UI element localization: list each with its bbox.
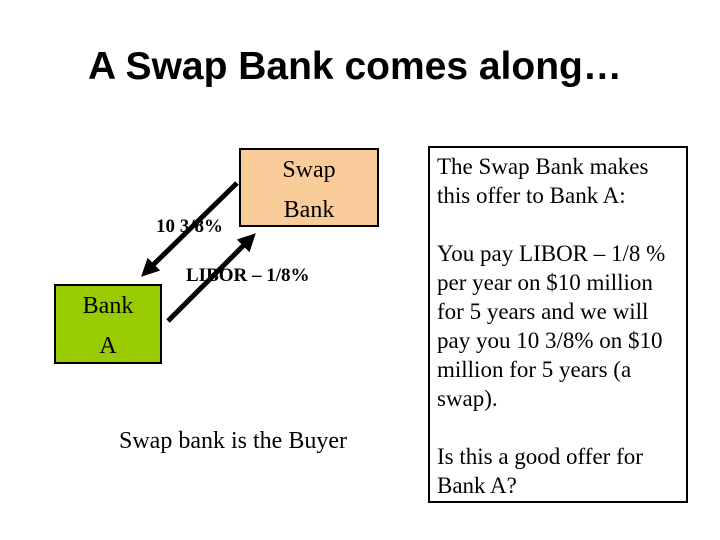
offer-question-paragraph: Is this a good offer for Bank A?	[437, 444, 643, 498]
rate-label-libor: LIBOR – 1/8%	[186, 265, 310, 286]
offer-intro-paragraph: The Swap Bank makes this offer to Bank A…	[437, 154, 649, 208]
swap-bank-label-line2: Bank	[283, 197, 335, 223]
slide-title: A Swap Bank comes along…	[88, 45, 622, 88]
bank-a-box: Bank A	[54, 284, 162, 364]
offer-box: The Swap Bank makes this offer to Bank A…	[428, 146, 688, 503]
rate-label-10-3-8: 10 3/8%	[156, 216, 224, 237]
swap-bank-label-line1: Swap	[282, 157, 336, 183]
bank-a-label-line1: Bank	[82, 293, 134, 319]
buyer-caption: Swap bank is the Buyer	[119, 428, 347, 454]
bank-a-label-line2: A	[99, 333, 117, 359]
swap-bank-box: Swap Bank	[239, 148, 379, 227]
offer-terms-paragraph: You pay LIBOR – 1/8 % per year on $10 mi…	[437, 241, 666, 411]
